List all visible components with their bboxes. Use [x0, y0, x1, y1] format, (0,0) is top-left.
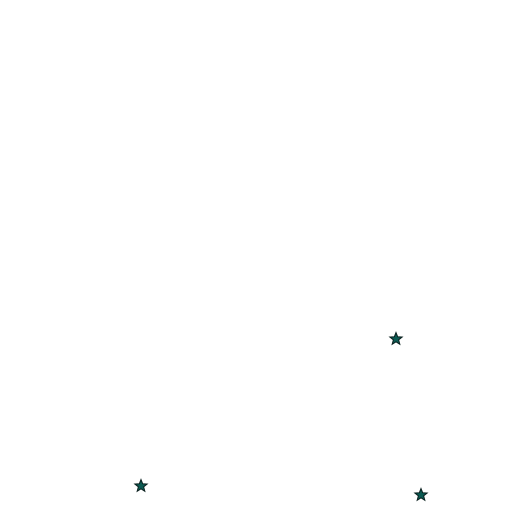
star-icon[interactable] [133, 478, 149, 493]
star-icon[interactable] [388, 331, 404, 346]
star-shape [388, 331, 404, 346]
star-shape [133, 478, 149, 493]
star-shape [413, 487, 429, 502]
star-icon[interactable] [413, 487, 429, 502]
